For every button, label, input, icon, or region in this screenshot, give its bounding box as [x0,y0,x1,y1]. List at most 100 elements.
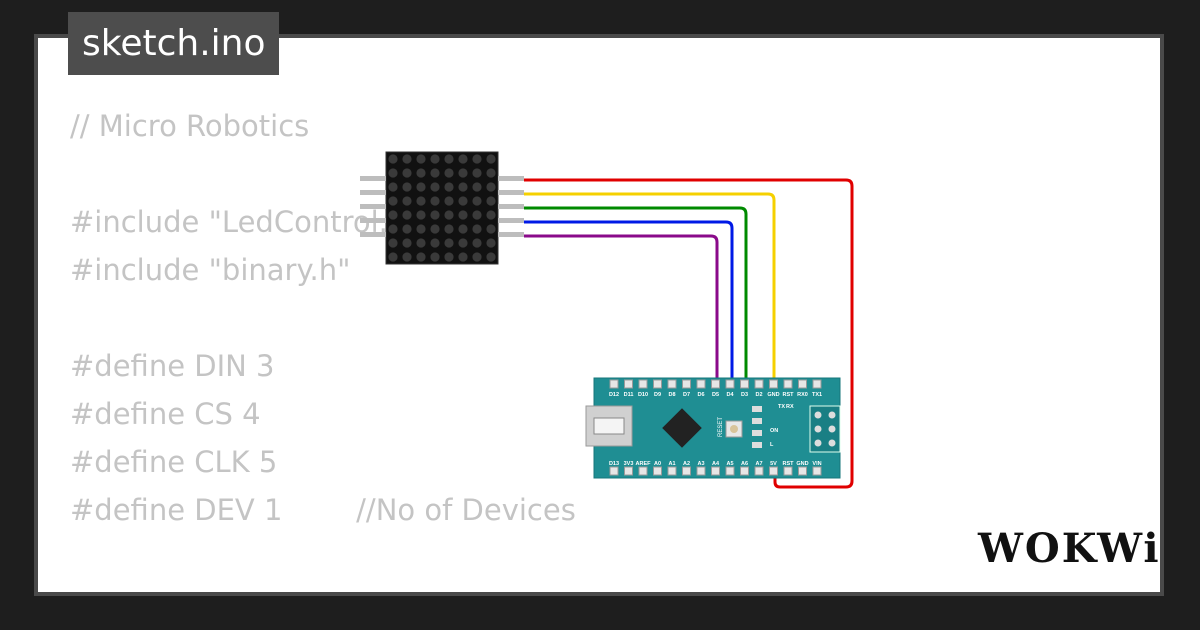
matrix-led [430,210,440,220]
matrix-led [458,252,468,262]
matrix-led [388,154,398,164]
matrix-led [444,224,454,234]
bottom-pin-label: A2 [683,461,690,467]
top-pin-d5[interactable] [711,379,720,389]
bottom-pin-label: D13 [609,461,619,467]
top-pin-d7[interactable] [682,379,691,389]
bottom-pin-label: AREF [636,461,652,467]
matrix-led [486,196,496,206]
matrix-led [416,196,426,206]
bottom-pin-a2[interactable] [682,466,691,476]
top-pin-label: D7 [683,392,690,398]
top-pin-d3[interactable] [740,379,749,389]
matrix-led [472,168,482,178]
bottom-pin-aref[interactable] [638,466,648,476]
code-line: #define CLK 5 [70,445,278,479]
bottom-pin-gnd[interactable] [798,466,807,476]
matrix-led [444,196,454,206]
top-pin-d9[interactable] [653,379,662,389]
top-pin-label: D3 [741,392,748,398]
matrix-led [402,168,412,178]
matrix-led [472,154,482,164]
matrix-led [444,182,454,192]
bottom-pin-a4[interactable] [711,466,720,476]
matrix-led [416,154,426,164]
top-pin-label: D11 [624,392,634,398]
bottom-pin-a6[interactable] [740,466,749,476]
matrix-led [416,182,426,192]
bottom-pin-a0[interactable] [653,466,662,476]
led-matrix[interactable] [360,151,524,265]
top-pin-label: D10 [638,392,648,398]
bottom-pin-a1[interactable] [667,466,677,476]
top-pin-d11[interactable] [624,379,633,389]
top-pin-label: D4 [726,392,734,398]
bottom-pin-a3[interactable] [696,466,706,476]
matrix-left-pins [360,176,386,237]
matrix-led [388,252,398,262]
matrix-led [416,210,426,220]
top-pin-label: TX1 [812,392,822,398]
matrix-led [402,252,412,262]
reset-label: RESET [718,417,724,437]
bottom-pin-5v[interactable] [769,466,778,476]
matrix-led [388,168,398,178]
top-pin-label: D8 [668,392,675,398]
bottom-pin-a5[interactable] [725,466,735,476]
matrix-led [402,182,412,192]
matrix-led [416,252,426,262]
matrix-led [416,168,426,178]
matrix-led [472,238,482,248]
top-pin-label: D2 [755,392,762,398]
matrix-led [416,238,426,248]
bottom-pin-label: 3V3 [624,461,634,467]
top-pin-label: RST [783,392,795,398]
wire-cs-blue[interactable] [524,220,734,383]
matrix-led [458,196,468,206]
bottom-pin-3v3[interactable] [624,466,633,476]
top-pin-d10[interactable] [638,379,648,389]
matrix-led [486,252,496,262]
matrix-led [430,154,440,164]
matrix-led [388,224,398,234]
reset-button[interactable] [725,420,743,438]
matrix-led [430,182,440,192]
top-pin-label: D5 [712,392,719,398]
top-pin-label: RX0 [797,392,808,398]
top-pin-rx0[interactable] [798,379,807,389]
wire-din-green[interactable] [524,206,748,383]
matrix-right-pins [498,176,524,237]
file-name-tab[interactable]: sketch.ino [68,12,280,75]
top-pin-d6[interactable] [696,379,706,389]
top-pin-d2[interactable] [754,379,764,389]
led-label: TX [778,404,785,410]
top-pin-d4[interactable] [725,379,735,389]
code-line: #define DEV 1 //No of Devices [70,493,576,527]
matrix-led [416,224,426,234]
matrix-led [458,224,468,234]
matrix-led [388,210,398,220]
bottom-pin-a7[interactable] [754,466,764,476]
wire-clk-purple[interactable] [524,234,719,383]
wire-gnd-yellow[interactable] [524,192,776,383]
bottom-pin-rst[interactable] [783,466,793,476]
bottom-pin-label: RST [783,461,795,467]
bottom-pin-d13[interactable] [609,466,619,476]
matrix-led [402,196,412,206]
wokwi-logo: WOKWi [978,525,1161,572]
top-pin-gnd[interactable] [769,379,778,389]
matrix-led [486,238,496,248]
matrix-led [444,154,454,164]
wire-vcc-red[interactable] [524,178,854,489]
matrix-led [444,238,454,248]
matrix-led [430,224,440,234]
top-pin-tx1[interactable] [812,379,822,389]
top-pin-d12[interactable] [609,379,619,389]
bottom-pin-vin[interactable] [812,466,822,476]
matrix-led [486,210,496,220]
top-pin-rst[interactable] [783,379,793,389]
top-pin-d8[interactable] [667,379,677,389]
bottom-pin-label: A5 [726,461,733,467]
bottom-pin-label: GND [796,461,808,467]
